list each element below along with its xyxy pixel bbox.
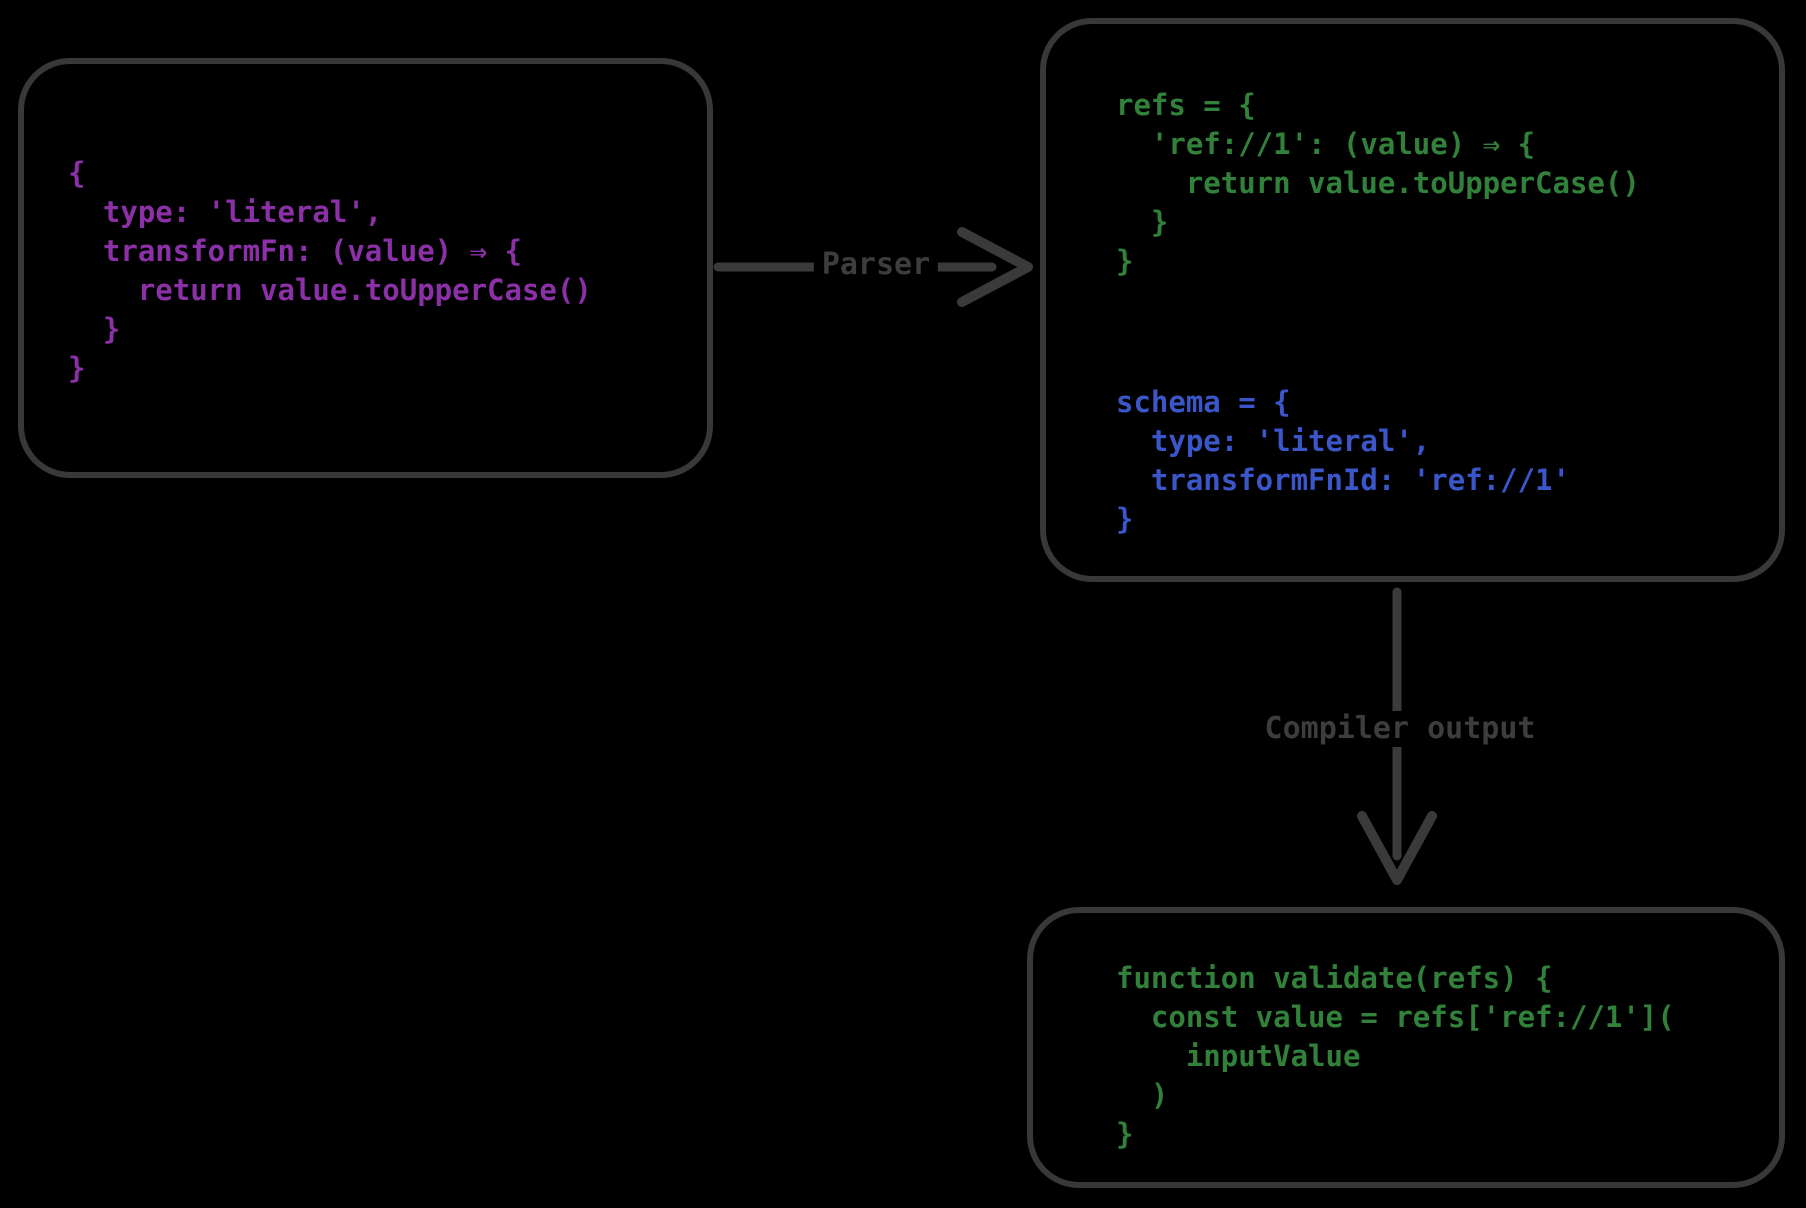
- code-line: type: 'literal',: [68, 195, 383, 229]
- node-compiled-code: function validate(refs) { const value = …: [1027, 907, 1785, 1188]
- compiled-code-block: function validate(refs) { const value = …: [1033, 913, 1779, 1154]
- code-line: schema = {: [1116, 385, 1291, 419]
- code-line: return value.toUpperCase(): [68, 273, 592, 307]
- code-line: const value = refs['ref://1'](: [1116, 1000, 1675, 1034]
- compiler-output-edge-label: Compiler output: [1256, 711, 1544, 747]
- code-line: }: [68, 351, 86, 385]
- code-line: type: 'literal',: [1116, 424, 1431, 458]
- node-source-schema: { type: 'literal', transformFn: (value) …: [18, 58, 713, 478]
- code-line: refs = {: [1116, 88, 1256, 122]
- code-line: transformFn: (value) ⇒ {: [68, 234, 522, 268]
- code-line: ): [1116, 1078, 1169, 1112]
- code-line: {: [68, 156, 86, 190]
- schema-code-block: schema = { type: 'literal', transformFnI…: [1046, 383, 1779, 539]
- code-line: }: [1116, 502, 1134, 536]
- code-line: transformFnId: 'ref://1': [1116, 463, 1570, 497]
- compiler-arrow-head-icon: [1357, 811, 1437, 885]
- code-line: }: [1116, 1117, 1134, 1151]
- parser-edge-label: Parser: [813, 247, 939, 283]
- refs-code-block: refs = { 'ref://1': (value) ⇒ { return v…: [1046, 24, 1779, 281]
- source-schema-code: { type: 'literal', transformFn: (value) …: [24, 64, 707, 388]
- code-line: }: [1116, 244, 1134, 278]
- code-line: 'ref://1': (value) ⇒ {: [1116, 127, 1536, 161]
- code-line: return value.toUpperCase(): [1116, 166, 1640, 200]
- node-parser-output: refs = { 'ref://1': (value) ⇒ { return v…: [1040, 18, 1785, 582]
- code-line: }: [1116, 205, 1169, 239]
- parser-arrow-head-icon: [957, 227, 1033, 307]
- code-line: inputValue: [1116, 1039, 1361, 1073]
- code-line: }: [68, 312, 121, 346]
- code-line: function validate(refs) {: [1116, 961, 1553, 995]
